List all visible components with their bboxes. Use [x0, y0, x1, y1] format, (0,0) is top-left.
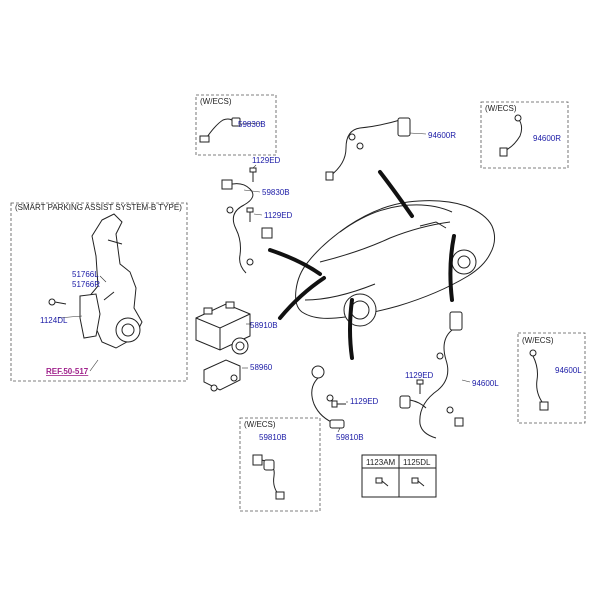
ecs-box-bottom: (W/ECS) 59810B [239, 417, 321, 512]
part-label-59830B[interactable]: 59830B [238, 120, 266, 129]
part-label-1129ED-d[interactable]: 1129ED [405, 371, 434, 380]
ecs-box-right: (W/ECS) 94600L [517, 332, 586, 424]
rear-left-sensor-assembly: 1129ED 94600L [399, 311, 499, 439]
ref-link[interactable]: REF.50-517 [46, 367, 89, 376]
abs-module-assembly: 58910B 58960 [195, 301, 278, 392]
part-label-59810B-a[interactable]: 59810B [336, 433, 364, 442]
bolt-icon [48, 298, 67, 306]
part-label-94600R[interactable]: 94600R [533, 134, 561, 143]
ecs-box-top-right: (W/ECS) 94600R [480, 101, 569, 169]
bolt-icon [249, 167, 257, 182]
front-sensor-assembly: 1129ED 59830B 1129ED [221, 156, 293, 274]
wheel-sensor-cable-icon [311, 365, 345, 429]
wheel-sensor-cable-icon [221, 179, 273, 274]
bolt-icon [246, 207, 254, 222]
bolt-icon [331, 400, 346, 408]
table-header-1123AM: 1123AM [366, 458, 396, 467]
abs-modulator-icon [195, 301, 251, 355]
part-label-1129ED-a[interactable]: 1129ED [252, 156, 281, 165]
part-label-1124DL[interactable]: 1124DL [40, 316, 68, 325]
wheel-sensor-cable-icon [499, 114, 523, 157]
bolt-icon [375, 477, 389, 487]
ecs-box-bottom-title: (W/ECS) [244, 420, 276, 429]
part-label-59830B-b[interactable]: 59830B [262, 188, 290, 197]
part-label-94600R-a[interactable]: 94600R [428, 131, 456, 140]
part-label-94600L-a[interactable]: 94600L [472, 379, 499, 388]
fastener-table: 1123AM 1125DL [361, 454, 437, 498]
part-label-58910B[interactable]: 58910B [250, 321, 278, 330]
rear-right-sensor-assembly: 94600R [325, 117, 456, 181]
part-label-94600L[interactable]: 94600L [555, 366, 582, 375]
sensor-bracket-icon [79, 293, 101, 339]
ecs-box-top-left-title: (W/ECS) [200, 97, 232, 106]
ecs-box-top-right-title: (W/ECS) [485, 104, 517, 113]
part-label-58960[interactable]: 58960 [250, 363, 273, 372]
ecs-box-top-left: (W/ECS) 59830B [195, 94, 277, 156]
bolt-icon [411, 477, 425, 487]
part-label-51766L[interactable]: 51766L [72, 270, 99, 279]
part-label-1129ED-c[interactable]: 1129ED [350, 397, 379, 406]
ecs-box-right-title: (W/ECS) [522, 336, 554, 345]
rear-sensor-assembly: 1129ED 59810B [311, 365, 379, 442]
table-header-1125DL: 1125DL [403, 458, 431, 467]
wheel-sensor-cable-icon [399, 311, 464, 439]
wheel-sensor-cable-icon [199, 117, 241, 143]
wheel-sensor-cable-icon [529, 349, 549, 411]
wheel-sensor-cable-icon [325, 117, 411, 181]
wheel-sensor-cable-icon [252, 454, 285, 500]
smart-parking-box-title: (SMART PARKING ASSIST SYSTEM-B TYPE) [15, 203, 182, 212]
location-pointers [268, 170, 456, 360]
abs-bracket-icon [203, 359, 241, 392]
bolt-icon [416, 379, 424, 394]
part-label-1129ED-b[interactable]: 1129ED [264, 211, 293, 220]
part-label-59810B[interactable]: 59810B [259, 433, 287, 442]
part-label-51766R[interactable]: 51766R [72, 280, 100, 289]
car-illustration [295, 200, 496, 327]
smart-parking-box: (SMART PARKING ASSIST SYSTEM-B TYPE) 517… [10, 202, 188, 382]
